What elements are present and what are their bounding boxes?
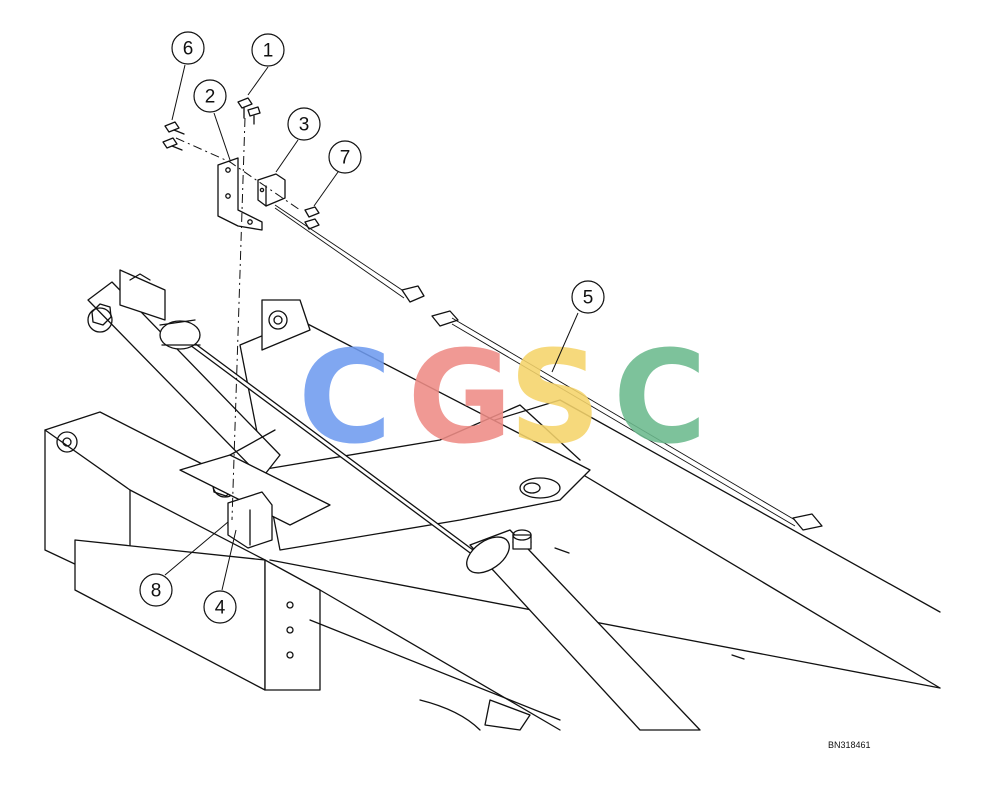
watermark-letter: C <box>298 324 392 473</box>
wiring-harness <box>274 204 823 531</box>
watermark-letter: G <box>407 324 512 473</box>
callout-2: 2 <box>193 79 231 161</box>
callout-label: 1 <box>263 41 274 62</box>
watermark: C G S C <box>298 324 707 473</box>
callout-4: 4 <box>203 529 237 624</box>
boom-frame <box>44 299 941 731</box>
callout-1: 1 <box>247 33 285 96</box>
watermark-letter: S <box>509 324 601 473</box>
callout-label: 4 <box>215 598 226 619</box>
lower-mount-bracket <box>227 491 273 549</box>
callout-label: 5 <box>583 288 594 309</box>
callout-label: 3 <box>299 115 310 136</box>
callout-8: 8 <box>139 521 229 607</box>
sensor-bracket <box>217 157 263 231</box>
callout-label: 8 <box>151 581 162 602</box>
callout-7: 7 <box>313 140 362 207</box>
callout-5: 5 <box>551 280 605 373</box>
linkage-arm <box>87 269 331 526</box>
callout-6: 6 <box>171 31 205 121</box>
callout-3: 3 <box>275 107 321 173</box>
figure-code: BN318461 <box>828 740 871 750</box>
assembly-line-horizontal <box>175 137 301 211</box>
callout-label: 7 <box>340 148 351 169</box>
screws-set <box>162 97 261 151</box>
watermark-letter: C <box>613 324 707 473</box>
callout-label: 6 <box>183 39 194 60</box>
hydraulic-cylinder <box>159 319 701 731</box>
callout-label: 2 <box>205 87 216 108</box>
